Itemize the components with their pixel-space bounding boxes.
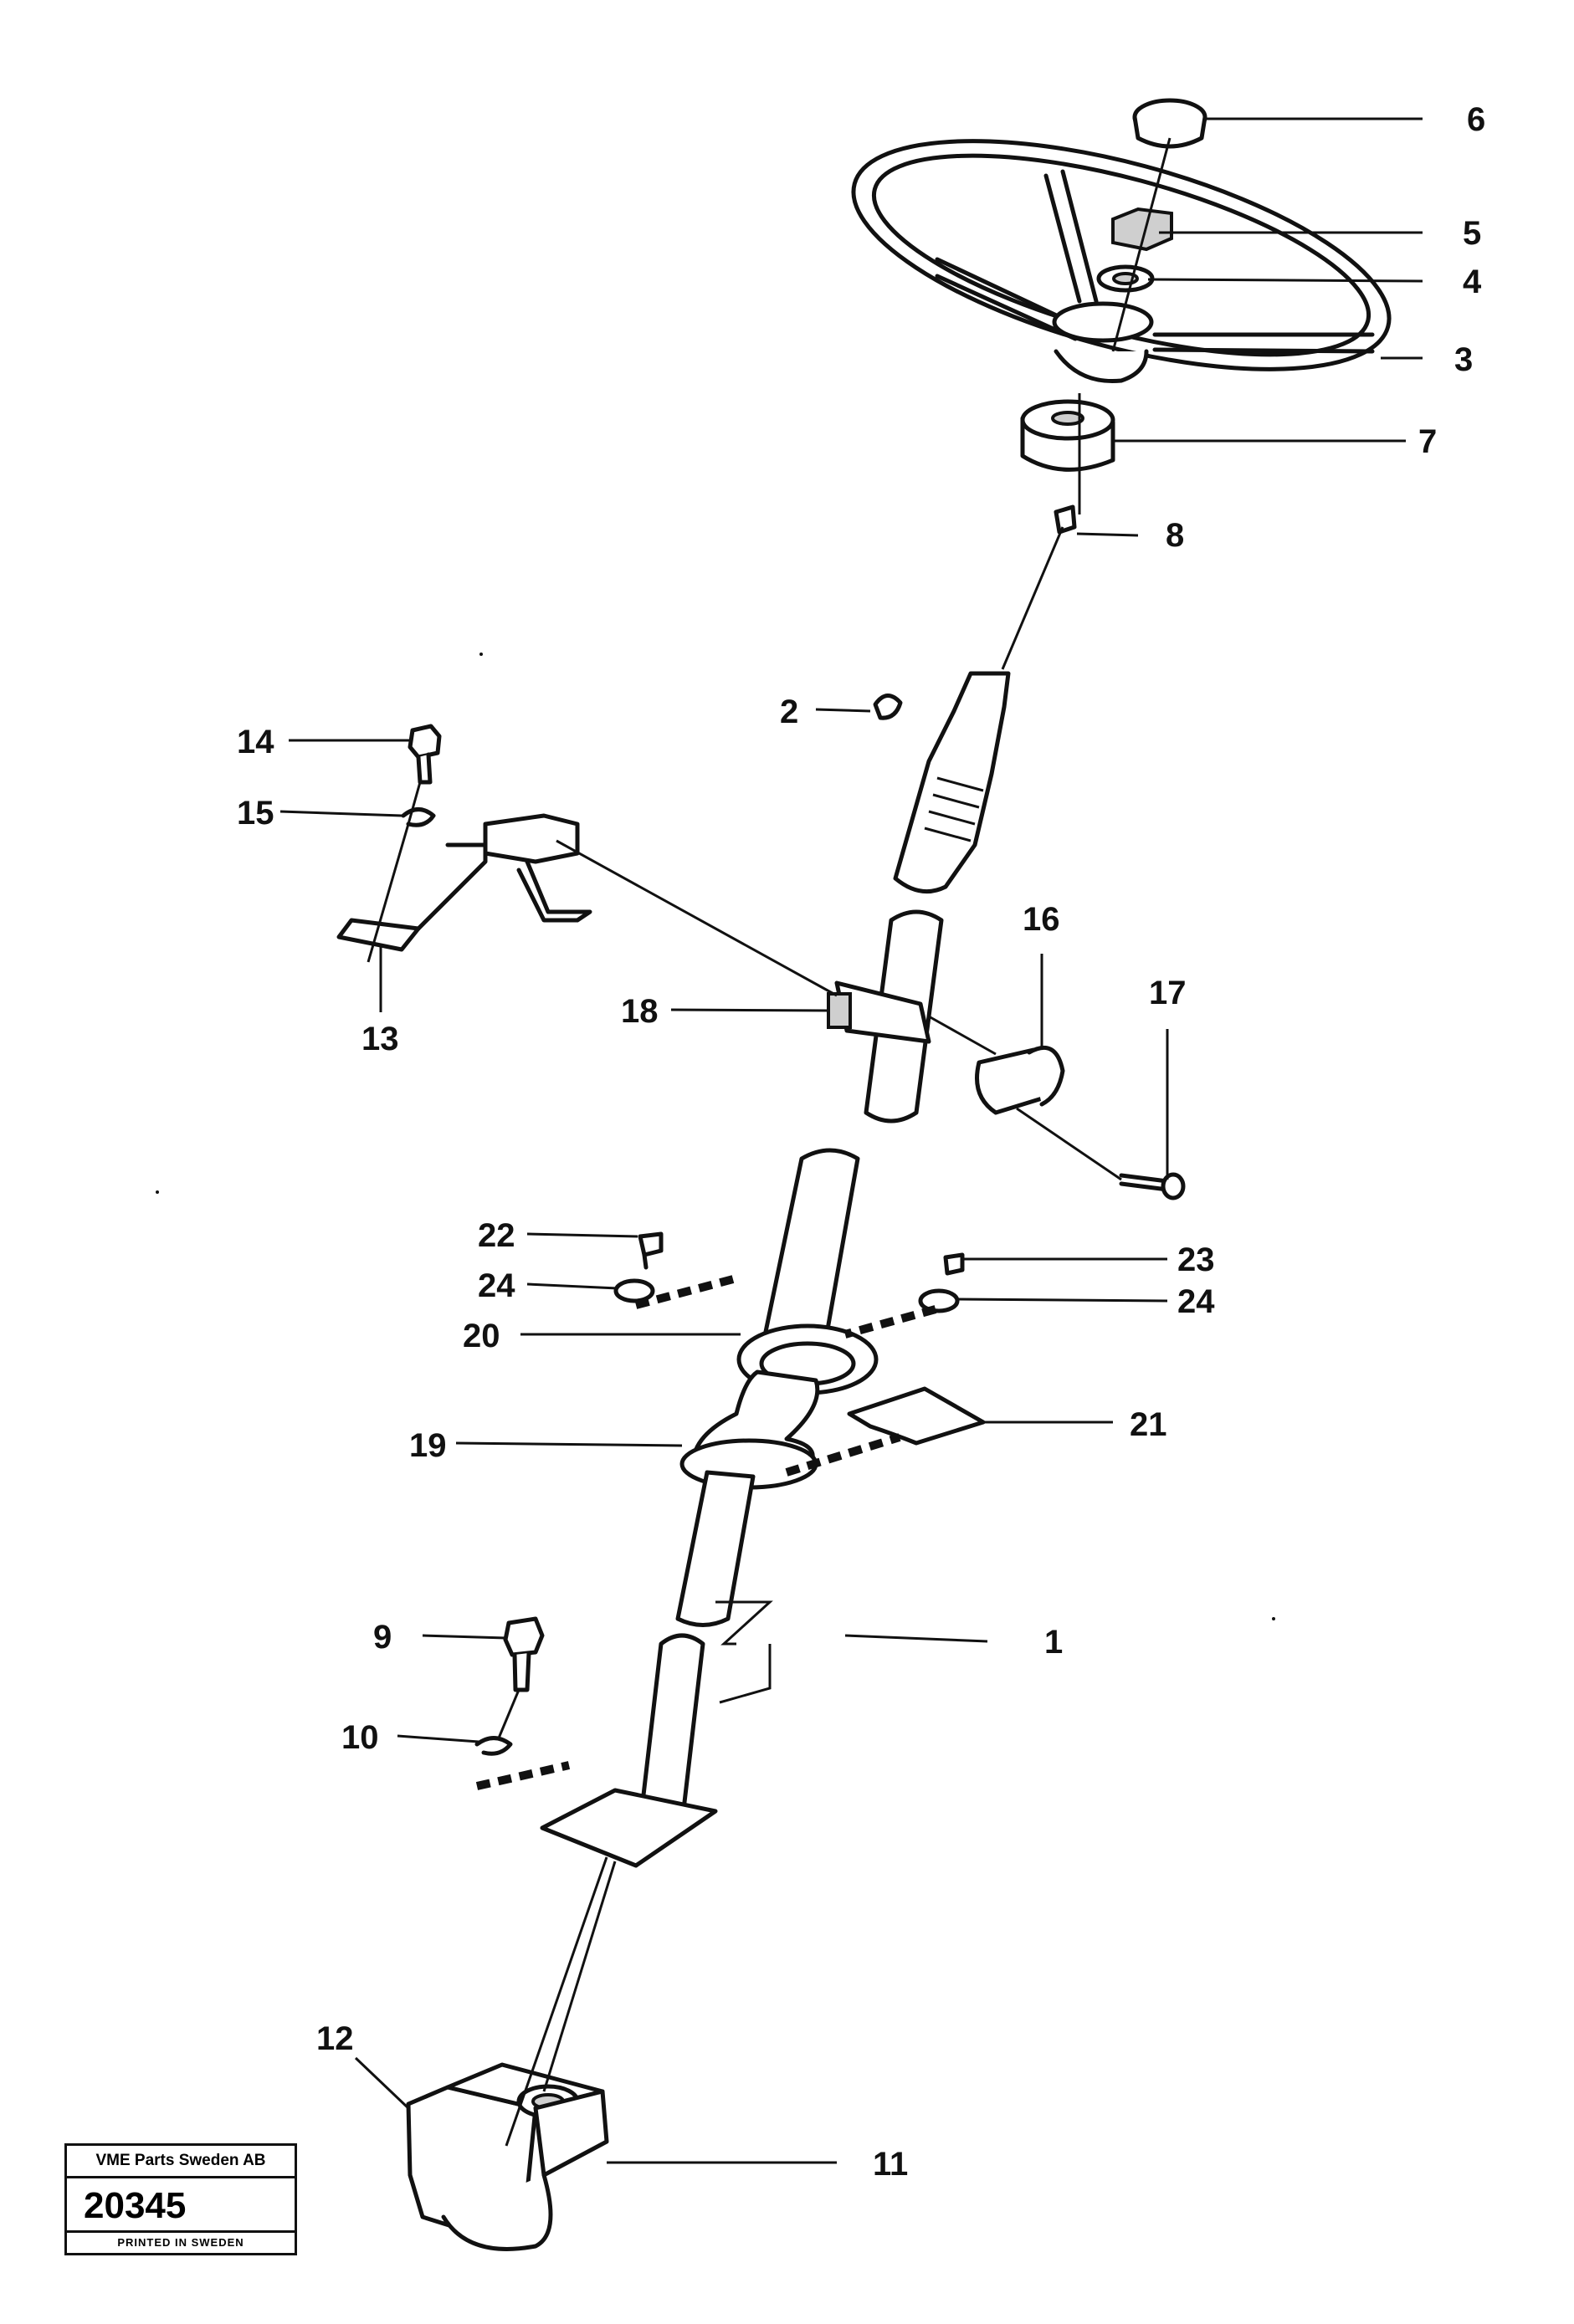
mount-flange-part — [540, 1788, 718, 1868]
callout-16: 16 — [1023, 901, 1060, 938]
callout-19: 19 — [409, 1427, 447, 1464]
callout-13: 13 — [361, 1021, 399, 1057]
callout-12: 12 — [316, 2020, 354, 2057]
callout-22: 22 — [478, 1217, 515, 1254]
cover-plate-part — [847, 1386, 986, 1446]
callout-24a: 24 — [478, 1267, 515, 1304]
lower-tube-part — [638, 1470, 756, 1832]
callout-21: 21 — [1130, 1406, 1167, 1443]
plate-screw-left-part — [638, 1231, 664, 1270]
washer-part — [1096, 264, 1155, 293]
screw-part — [1054, 504, 1077, 535]
callout-17: 17 — [1149, 975, 1187, 1011]
callout-8: 8 — [1166, 517, 1184, 554]
callout-14: 14 — [237, 724, 274, 760]
steering-wheel-part — [851, 139, 1392, 384]
callout-7: 7 — [1418, 423, 1437, 460]
callout-5: 5 — [1463, 215, 1481, 252]
washer-left-part — [613, 1278, 655, 1303]
callout-9: 9 — [373, 1619, 392, 1656]
scan-specks — [156, 653, 1275, 1620]
bracket-bolt-part — [408, 724, 442, 785]
callout-6: 6 — [1467, 101, 1485, 138]
callout-20: 20 — [463, 1318, 500, 1354]
middle-shaft-part — [827, 909, 944, 1124]
callout-10: 10 — [341, 1719, 379, 1756]
dashed-assembly-lines — [475, 1274, 937, 1790]
parts-stamp: VME Parts Sweden AB 20345 PRINTED IN SWE… — [64, 2143, 297, 2255]
callout-3: 3 — [1454, 341, 1473, 378]
leader-lines — [279, 117, 1423, 2164]
callout-15: 15 — [237, 795, 274, 832]
stamp-drawing-number: 20345 — [84, 2185, 187, 2226]
washer-right-part — [918, 1288, 960, 1313]
fork-clamp-part — [975, 1045, 1065, 1115]
callout-2: 2 — [780, 694, 798, 730]
callout-23: 23 — [1177, 1241, 1215, 1278]
plate-screw-right-part — [943, 1252, 965, 1276]
callout-1: 1 — [1044, 1624, 1063, 1661]
stamp-printed-in: PRINTED IN SWEDEN — [67, 2230, 295, 2253]
upper-shaft-part — [893, 671, 1011, 894]
flange-bolt-part — [503, 1616, 545, 1692]
assembly-axis-lines — [367, 137, 1172, 2147]
flange-washer-part — [474, 1736, 513, 1756]
steering-box-part — [406, 2062, 609, 2251]
nut-part — [1111, 207, 1173, 252]
callout-labels: 6 5 4 3 7 8 2 14 15 13 18 16 17 22 24 20… — [237, 101, 1485, 2183]
callout-18: 18 — [621, 993, 659, 1030]
stamp-company: VME Parts Sweden AB — [67, 2146, 295, 2178]
callout-11: 11 — [873, 2146, 908, 2183]
callout-4: 4 — [1463, 264, 1482, 300]
key-part — [873, 694, 903, 720]
callout-24b: 24 — [1177, 1283, 1215, 1320]
horn-cap-part — [1132, 98, 1207, 149]
hub-part — [1020, 399, 1115, 472]
long-bolt-part — [1119, 1172, 1186, 1200]
